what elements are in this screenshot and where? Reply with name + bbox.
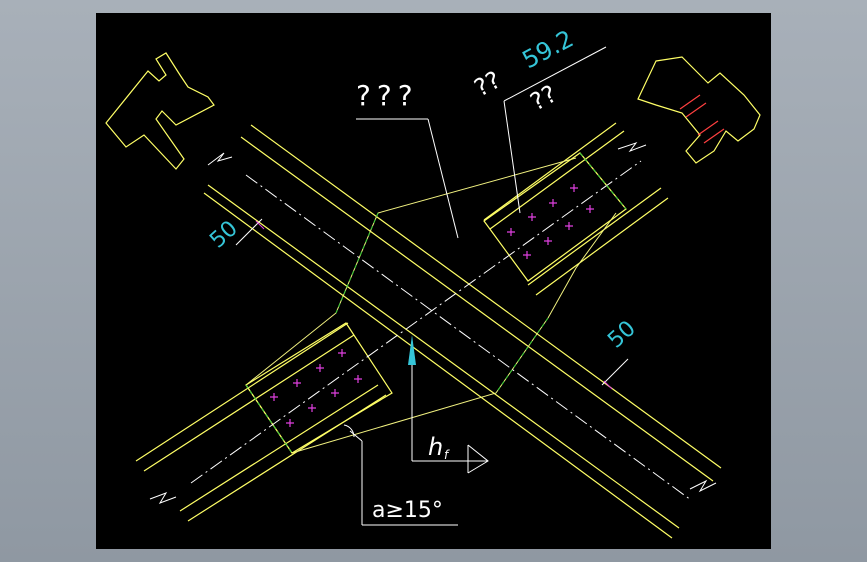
bolt-group-upper <box>507 184 594 259</box>
dimension-tick <box>603 380 613 390</box>
angle-arc <box>343 424 355 438</box>
bolt-group-lower <box>270 349 362 427</box>
leader-line <box>503 100 521 214</box>
bolt <box>338 349 346 357</box>
bolt <box>523 251 531 259</box>
h-beam-outline <box>637 56 761 164</box>
fillet-weld-icon <box>467 444 489 474</box>
h-beam-section-right <box>637 56 761 164</box>
angle-note-text: a≥15° <box>372 498 443 523</box>
bolt <box>331 389 339 397</box>
plate-label-group: ??? <box>356 79 459 239</box>
leader-line <box>427 118 459 239</box>
bolt <box>565 222 573 230</box>
weld-size-text: h <box>428 433 443 461</box>
drawing-canvas: 50 50 ??? ?? 59.2 ?? h f a≥15° <box>96 13 771 549</box>
dimension-tick <box>255 220 265 230</box>
weld-line <box>495 317 549 394</box>
weld-symbol-group: h f <box>408 335 489 474</box>
bolt-label-group: ?? 59.2 ?? <box>470 24 607 214</box>
gusset-outline-lower <box>291 212 617 454</box>
brace-edge-3 <box>179 384 379 512</box>
angle-leader <box>349 430 363 442</box>
bolt <box>308 404 316 412</box>
break-marks <box>149 142 717 504</box>
bolt <box>549 199 557 207</box>
break-mark <box>149 492 177 504</box>
splice-plate-upper-right <box>483 152 627 282</box>
dimension-text: 50 <box>205 216 243 253</box>
bolt <box>544 237 552 245</box>
bolt <box>507 228 515 236</box>
leader-slant <box>503 46 607 102</box>
brace-edge-2 <box>143 334 355 472</box>
h-beam-section-left <box>105 52 215 170</box>
bolt <box>293 379 301 387</box>
splice-plate-outline <box>483 152 627 282</box>
brace-edge-1 <box>135 322 349 462</box>
centerline-main <box>245 174 692 501</box>
bolt <box>286 419 294 427</box>
bolt <box>528 213 536 221</box>
bolt-label-a: ?? <box>470 66 506 103</box>
cut-mark <box>703 128 725 144</box>
splice-plate-outline <box>245 322 393 454</box>
cut-mark <box>697 120 719 136</box>
bolt <box>570 184 578 192</box>
splice-plate-lower-left <box>245 322 393 454</box>
brace-edge-8 <box>535 197 669 296</box>
weld-size-subscript: f <box>444 448 450 462</box>
bolt-label-c: ?? <box>526 80 562 117</box>
gusset-plate <box>245 157 617 454</box>
cad-drawing: 50 50 ??? ?? 59.2 ?? h f a≥15° <box>105 24 761 539</box>
brace-edge-6 <box>489 130 625 230</box>
bolt <box>354 375 362 383</box>
bolt <box>270 393 278 401</box>
cross-diagonal-member <box>135 122 669 522</box>
angle-note-group: a≥15° <box>343 424 458 526</box>
dimension-upper-left: 50 <box>205 216 265 253</box>
break-mark <box>689 479 717 493</box>
plate-label: ??? <box>356 79 419 112</box>
member-edge-bottom <box>203 192 673 539</box>
main-diagonal-member <box>203 124 722 539</box>
gusset-outline-upper <box>245 157 577 386</box>
dimension-text: 50 <box>603 316 641 353</box>
weld-line <box>579 152 627 210</box>
weld-lines <box>245 152 627 454</box>
cut-mark <box>685 102 707 118</box>
dimension-lower-right: 50 <box>601 316 641 390</box>
member-edge-top <box>250 124 722 469</box>
brace-edge-5 <box>483 122 617 221</box>
dimension-line <box>601 358 629 386</box>
bolt <box>316 364 324 372</box>
cut-mark <box>679 94 701 110</box>
centerline-cross <box>190 160 642 484</box>
h-beam-outline <box>105 52 215 170</box>
member-flange-top <box>240 136 714 482</box>
break-mark <box>207 152 233 166</box>
brace-edge-7 <box>527 187 662 286</box>
member-flange-bottom <box>207 184 680 529</box>
bolt <box>586 205 594 213</box>
center-lines <box>190 160 692 501</box>
weld-arrow-icon <box>408 335 416 365</box>
break-mark <box>617 142 647 153</box>
